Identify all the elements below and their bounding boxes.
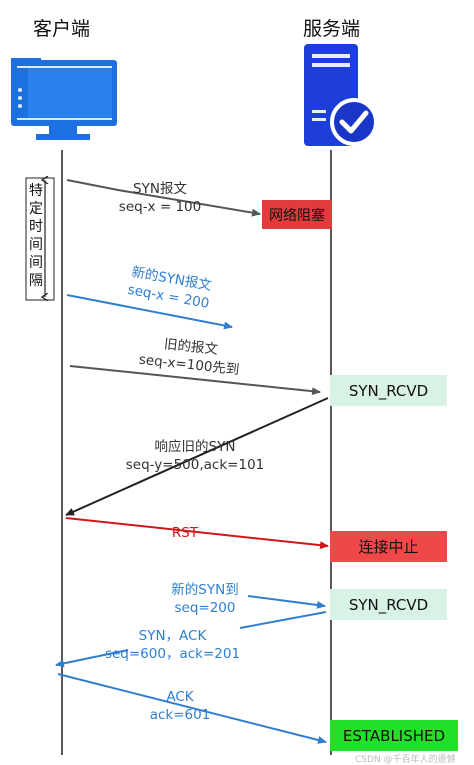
interval-bracket-box: [25, 177, 55, 301]
msg-line: seq-x = 100: [118, 199, 202, 215]
msg-line: RST: [171, 525, 199, 541]
server-title: 服务端: [303, 18, 361, 40]
msg-syn-ack-new: SYN，ACK seq=600，ack=201: [100, 627, 245, 663]
arrow-new-syn-200: [66, 294, 233, 330]
arrow-ack: [57, 673, 327, 744]
arrow-syn-ack-old: [65, 397, 329, 516]
msg-line: ACK: [166, 689, 194, 705]
interval-char: 间: [29, 237, 43, 253]
arrow-syn-100: [66, 179, 261, 217]
state-syn-rcvd-1: SYN_RCVD: [330, 375, 447, 406]
msg-line: SYN报文: [133, 181, 187, 197]
arrow-old-syn-arrives: [69, 365, 321, 396]
msg-line: seq=600，ack=201: [104, 646, 241, 662]
watermark: CSDN @千百年人的遗憾: [355, 755, 456, 765]
server-check-icon: [304, 44, 378, 146]
msg-new-syn-arrives: 新的SYN到 seq=200: [150, 581, 260, 617]
interval-label: 特 定 时 间 间 隔: [27, 182, 45, 290]
msg-line: ack=601: [149, 707, 211, 723]
interval-char: 定: [29, 201, 43, 217]
interval-char: 隔: [29, 273, 43, 289]
msg-ack: ACK ack=601: [130, 688, 230, 724]
msg-line: 响应旧的SYN: [154, 439, 236, 455]
state-syn-rcvd-2: SYN_RCVD: [330, 589, 447, 620]
state-established: ESTABLISHED: [330, 720, 458, 751]
computer-icon: [11, 58, 117, 140]
arrow-rst: [65, 517, 329, 550]
msg-line: SYN，ACK: [138, 628, 207, 644]
msg-line: 新的SYN到: [171, 582, 239, 598]
interval-char: 间: [29, 255, 43, 271]
arrow-syn-ack-part1: [239, 611, 327, 629]
arrow-new-syn-arrives: [247, 595, 326, 609]
msg-syn-ack-old: 响应旧的SYN seq-y=500,ack=101: [120, 438, 270, 474]
msg-rst: RST: [160, 524, 210, 542]
state-connection-aborted: 连接中止: [330, 531, 447, 562]
interval-char: 时: [29, 219, 43, 235]
interval-char: 特: [29, 183, 43, 199]
msg-line: seq-y=500,ack=101: [125, 457, 265, 473]
msg-syn-100: SYN报文 seq-x = 100: [100, 180, 220, 216]
msg-line: seq=200: [174, 600, 236, 616]
client-title: 客户端: [33, 18, 91, 40]
arrow-syn-ack-new: [55, 649, 129, 668]
state-network-blocked: 网络阻塞: [262, 200, 332, 229]
